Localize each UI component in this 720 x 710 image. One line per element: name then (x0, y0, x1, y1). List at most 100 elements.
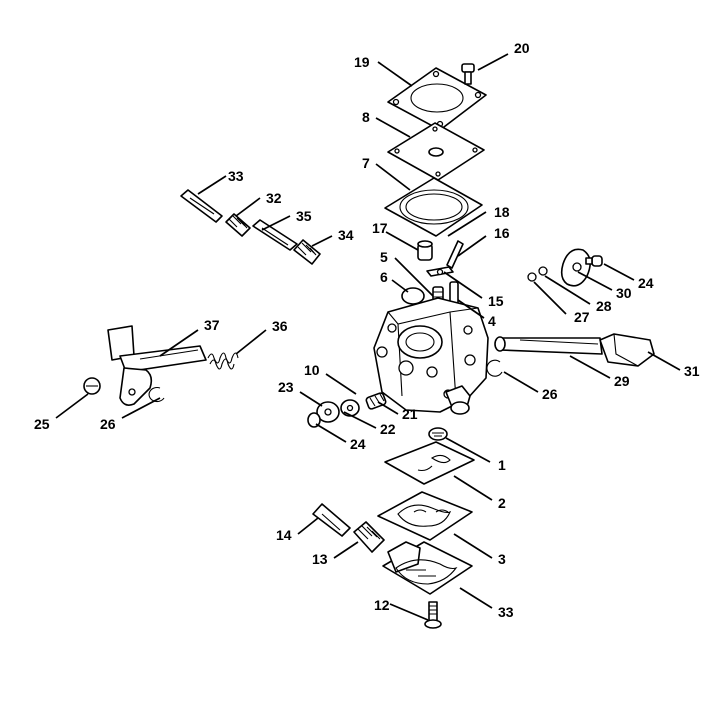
leader-22 (343, 411, 377, 429)
callout-1: 1 (498, 457, 506, 473)
callout-17: 17 (372, 220, 388, 236)
leader-13 (333, 541, 359, 559)
washer-10-part (340, 399, 360, 417)
inlet-needle-part (417, 240, 433, 261)
callout-4: 4 (488, 313, 496, 329)
leader-5 (394, 257, 434, 297)
leader-3 (453, 533, 493, 559)
callout-26b: 26 (100, 416, 116, 432)
leader-16 (457, 235, 487, 257)
leader-6 (391, 279, 409, 293)
throttle-lever-31-part (599, 333, 655, 367)
callout-2: 2 (498, 495, 506, 511)
filter-1-part (428, 427, 448, 441)
leader-8 (375, 117, 411, 138)
callout-13: 13 (312, 551, 328, 567)
callout-8: 8 (362, 109, 370, 125)
callout-33b: 33 (498, 604, 514, 620)
callout-16: 16 (494, 225, 510, 241)
spring-32-part (225, 213, 251, 237)
leader-18 (447, 211, 487, 237)
leader-30 (577, 271, 613, 291)
leader-2 (453, 475, 493, 501)
throttle-shaft-part (494, 336, 603, 355)
leader-26b (121, 397, 161, 419)
spring-13-part (353, 521, 385, 553)
callout-15: 15 (488, 293, 504, 309)
callout-30: 30 (616, 285, 632, 301)
leader-32 (235, 197, 261, 217)
callout-23: 23 (278, 379, 294, 395)
callout-7: 7 (362, 155, 370, 171)
leader-15 (443, 271, 483, 299)
cover-screw-part (461, 63, 475, 85)
leader-14 (297, 517, 319, 535)
washer-28-part (538, 266, 548, 276)
control-lever-part (426, 266, 454, 277)
leader-28 (544, 275, 591, 305)
leader-26a (503, 371, 539, 393)
callout-35: 35 (296, 208, 312, 224)
leader-33a (197, 175, 227, 195)
callout-26a: 26 (542, 386, 558, 402)
leader-29 (569, 355, 611, 379)
leader-17 (385, 231, 419, 251)
callout-27: 27 (574, 309, 590, 325)
leader-12 (389, 603, 429, 621)
leader-7 (375, 163, 411, 191)
callout-labels: 19 20 8 7 18 17 16 33 32 35 34 5 6 15 4 … (34, 40, 700, 620)
leader-36 (235, 329, 267, 355)
callout-29: 29 (614, 373, 630, 389)
e-clip-26-left-part (148, 386, 165, 403)
leader-10 (325, 373, 357, 395)
adjusting-screw-l-part (252, 219, 298, 251)
leader-23 (299, 391, 323, 407)
pump-diaphragm-3-part (377, 491, 473, 541)
leader-4 (457, 299, 485, 319)
callout-28: 28 (596, 298, 612, 314)
callout-24b: 24 (350, 436, 366, 452)
screw-23-part (307, 412, 321, 428)
screw-24-right-part (585, 255, 603, 267)
end-cover-33-part (382, 541, 473, 595)
leader-25 (55, 393, 89, 419)
gasket-2-part (384, 441, 475, 485)
adjusting-screw-14-part (312, 503, 351, 537)
callout-22: 22 (380, 421, 396, 437)
leader-37 (159, 329, 199, 357)
callout-5: 5 (380, 249, 388, 265)
carburetor-body-part (373, 297, 489, 415)
choke-lever-37-part (107, 325, 207, 406)
leader-19 (377, 61, 413, 87)
leader-24a (603, 263, 635, 281)
callout-14: 14 (276, 527, 292, 543)
callout-21: 21 (402, 406, 418, 422)
callout-18: 18 (494, 204, 510, 220)
leader-20 (477, 53, 509, 71)
adjusting-screw-h-part (180, 189, 223, 223)
pump-diaphragm-part (387, 122, 485, 181)
leader-35 (261, 215, 291, 231)
screw-12-part (424, 601, 442, 629)
callout-19: 19 (354, 54, 370, 70)
callout-34: 34 (338, 227, 354, 243)
spring-36-part (207, 352, 239, 370)
leader-31 (647, 351, 681, 371)
washer-22-part (316, 401, 340, 423)
spring-21-part (365, 392, 387, 410)
spring-34-part (293, 239, 321, 265)
leader-24b (315, 423, 347, 443)
leader-1 (445, 437, 491, 463)
lever-30-part (560, 248, 591, 287)
pin-16-part (446, 240, 464, 269)
e-clip-26-right-part (486, 359, 503, 377)
callout-10: 10 (304, 362, 320, 378)
callout-20: 20 (514, 40, 530, 56)
callout-3: 3 (498, 551, 506, 567)
callout-25: 25 (34, 416, 50, 432)
callout-32: 32 (266, 190, 282, 206)
leader-21 (377, 401, 399, 415)
leader-34 (311, 235, 333, 247)
callout-31: 31 (684, 363, 700, 379)
